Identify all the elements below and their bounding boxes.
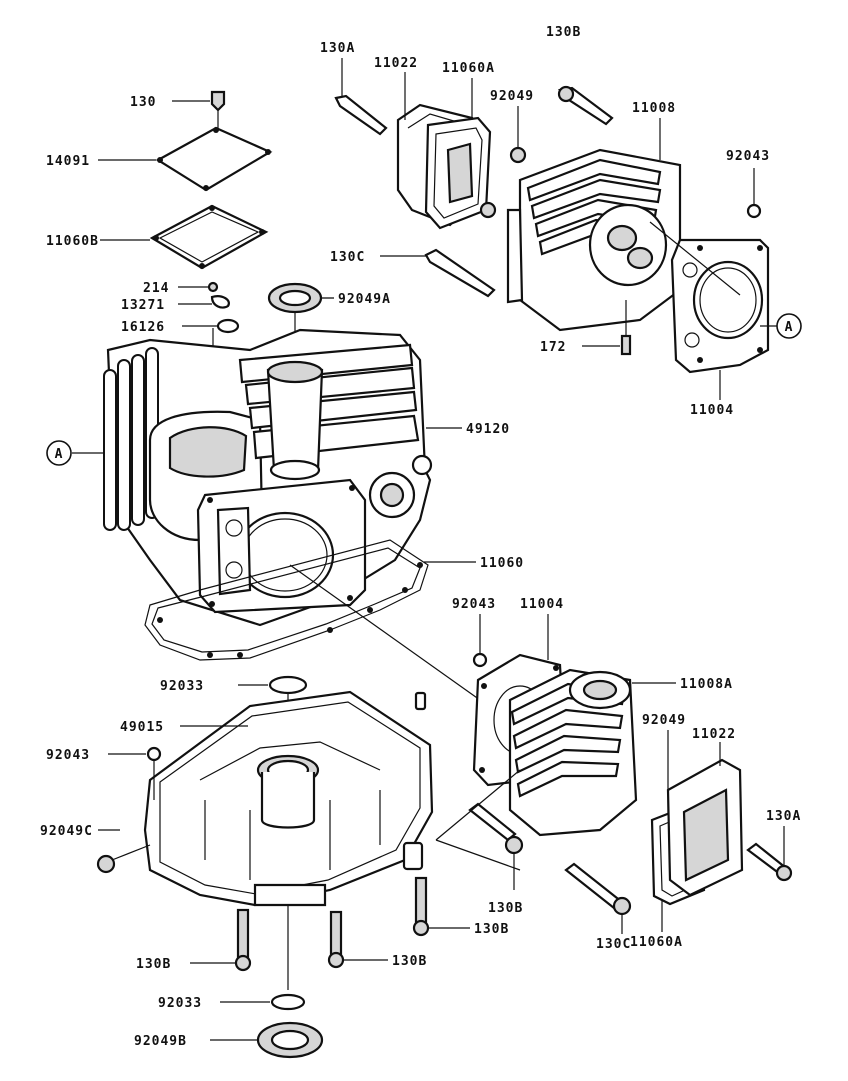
label-92033-top: 92033 xyxy=(160,679,204,694)
label-130b-left: 130B xyxy=(136,957,171,972)
label-11022-top: 11022 xyxy=(374,56,418,71)
bolt-130a-top xyxy=(334,94,388,136)
breather-cover-group xyxy=(98,90,273,400)
label-49015: 49015 xyxy=(120,720,164,735)
label-130b-top: 130B xyxy=(546,25,581,40)
label-92049c: 92049C xyxy=(40,824,93,839)
label-130a-top: 130A xyxy=(320,41,355,56)
oil-pan-49015 xyxy=(96,675,470,1059)
cylinder-head-11008 xyxy=(334,58,778,400)
plate-13271 xyxy=(210,295,230,309)
label-92049a: 92049A xyxy=(338,292,391,307)
label-11004-right: 11004 xyxy=(690,403,734,418)
svg-text:A: A xyxy=(785,320,794,335)
label-92033-bottom: 92033 xyxy=(158,996,202,1011)
breather-gasket xyxy=(149,204,269,270)
label-11008: 11008 xyxy=(632,101,676,116)
label-130a-bottom: 130A xyxy=(766,809,801,824)
label-11008a: 11008A xyxy=(680,677,733,692)
label-92043-left: 92043 xyxy=(46,748,90,763)
label-11060a-top: 11060A xyxy=(442,61,495,76)
crankcase-49120 xyxy=(103,328,481,701)
bolt-130 xyxy=(210,90,226,112)
label-11060b: 11060B xyxy=(46,234,99,249)
part-labels: 130 14091 11060B 214 13271 16126 92049 A … xyxy=(40,25,801,1049)
label-92049-mid: 92049 xyxy=(642,713,686,728)
label-92043-right: 92043 xyxy=(726,149,770,164)
label-11022-bottom: 11022 xyxy=(692,727,736,742)
label-92043-mid: 92043 xyxy=(452,597,496,612)
label-130c-bottom: 130C xyxy=(596,937,631,952)
label-16126: 16126 xyxy=(121,320,165,335)
reference-callouts: A A xyxy=(46,313,802,466)
breather-cover xyxy=(155,126,273,192)
label-130c-top: 130C xyxy=(330,250,365,265)
screw-214 xyxy=(207,281,219,293)
cylinder-head-11008a xyxy=(435,614,793,934)
label-130b-mid: 130B xyxy=(488,901,523,916)
label-172: 172 xyxy=(540,340,566,355)
label-11004-mid: 11004 xyxy=(520,597,564,612)
label-92049b: 92049B xyxy=(134,1034,187,1049)
ref-a-right xyxy=(776,313,802,339)
label-49120: 49120 xyxy=(466,422,510,437)
oil-seal-92049a xyxy=(267,282,334,345)
label-13271: 13271 xyxy=(121,298,165,313)
svg-text:A: A xyxy=(55,447,64,462)
valve-16126 xyxy=(216,318,240,334)
label-92049-top: 92049 xyxy=(490,89,534,104)
label-130b-lower: 130B xyxy=(392,954,427,969)
label-130: 130 xyxy=(130,95,156,110)
label-11060a-bottom: 11060A xyxy=(630,935,683,950)
label-11060: 11060 xyxy=(480,556,524,571)
ref-a-left xyxy=(46,440,72,466)
label-214: 214 xyxy=(143,281,169,296)
label-130b-right: 130B xyxy=(474,922,509,937)
label-14091: 14091 xyxy=(46,154,90,169)
